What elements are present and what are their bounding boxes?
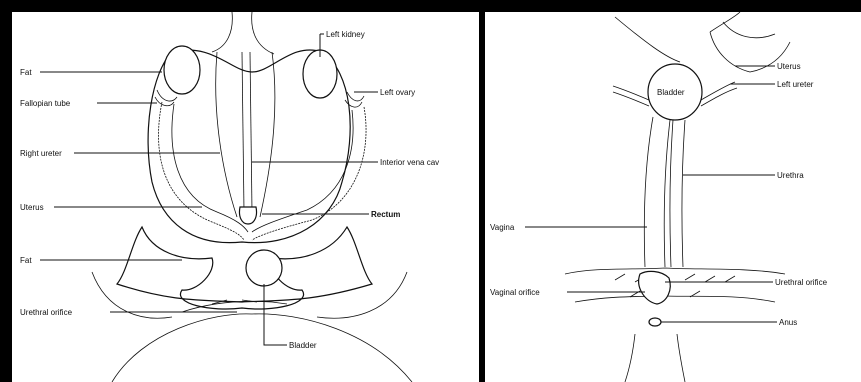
rectum-shape [239,207,256,224]
label-vaginal-orifice: Vaginal orifice [490,288,540,297]
label-uterus: Uterus [20,203,44,212]
label-left-ovary: Left ovary [380,88,415,97]
hair-hatching [615,274,735,297]
label-rectum: Rectum [371,210,400,219]
label-fallopian-tube: Fallopian tube [20,99,71,108]
label-bladder: Bladder [289,341,317,350]
right-ureter-line [613,86,649,106]
urethra-outline-left [670,120,673,267]
label-left-kidney: Left kidney [326,30,365,39]
label-urethral-orifice: Urethral orifice [775,278,828,287]
label-anus: Anus [779,318,797,327]
vagina-outline-right [664,120,670,267]
right-kidney-shape [164,46,200,94]
spine-outline [212,12,232,52]
left-anatomy-panel: Fat Fallopian tube Right ureter Uterus F… [12,12,479,382]
label-right-ureter: Right ureter [20,149,62,158]
label-fat-upper: Fat [20,68,32,77]
label-urethra: Urethra [777,171,804,180]
label-urethral-orifice: Urethral orifice [20,308,73,317]
left-kidney-shape [303,50,337,98]
label-left-ureter: Left ureter [777,80,814,89]
label-bladder: Bladder [657,88,685,97]
label-vagina: Vagina [490,223,515,232]
perineum-edge [565,268,785,274]
right-anatomy-diagram: Uterus Bladder Left ureter Urethra Vagin… [485,12,861,382]
anus-shape [649,318,661,326]
left-ureter-line [701,82,737,106]
label-fat-lower: Fat [20,256,32,265]
urethra-outline-right [682,120,685,267]
uterus-outline-upper [615,17,680,62]
vaginal-orifice-shape [639,271,671,304]
lower-body-contour [112,314,412,382]
tail-outline [625,334,685,382]
bladder-shape [246,250,282,286]
right-anatomy-panel: Uterus Bladder Left ureter Urethra Vagin… [485,12,861,382]
label-inferior-vena-cava: Interior vena cav [380,158,439,167]
vagina-outline-left [644,117,653,267]
label-uterus: Uterus [777,62,801,71]
left-anatomy-diagram: Fat Fallopian tube Right ureter Uterus F… [12,12,479,382]
